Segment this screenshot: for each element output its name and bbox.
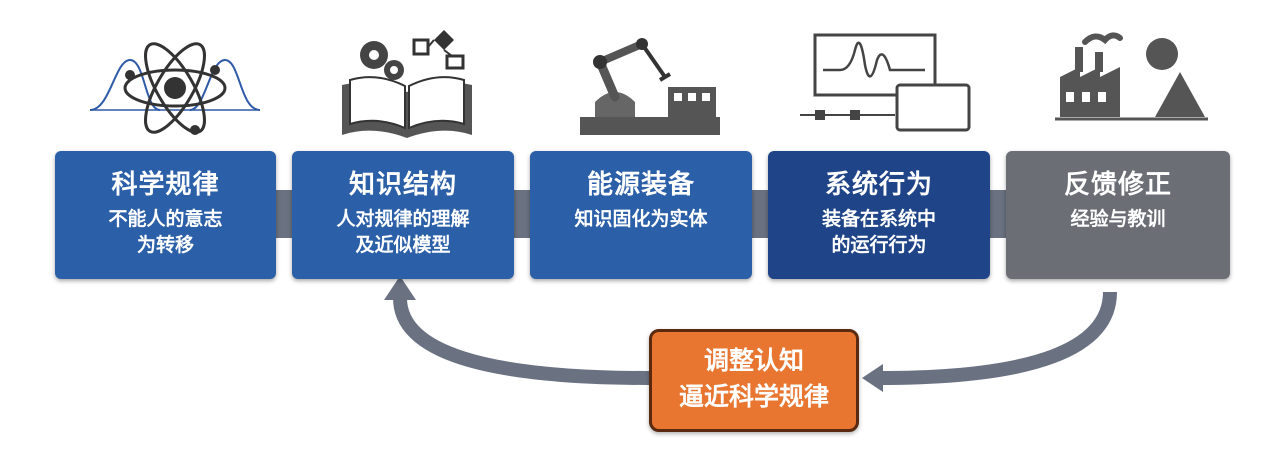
book-gears-icon: [342, 30, 472, 138]
feedback-arrow-right: [879, 291, 1117, 385]
step-title: 反馈修正: [1063, 170, 1172, 200]
step-desc: 经验与教训: [1070, 208, 1166, 230]
step-system-behavior: 系统行为 装备在系统中 的运行行为: [768, 151, 990, 279]
feedback-arrowhead-right: [862, 364, 883, 392]
step-knowledge-structure: 知识结构 人对规律的理解 及近似模型: [292, 151, 514, 279]
adjust-cognition-label: 调整认知 逼近科学规律: [678, 346, 829, 411]
step-title: 能源装备: [586, 170, 695, 200]
atom-icon: [89, 42, 261, 135]
monitor-signal-icon: [800, 33, 971, 132]
step-energy-equipment: 能源装备 知识固化为实体: [530, 151, 752, 279]
factory-shapes-icon: [1055, 32, 1208, 121]
step-title: 知识结构: [348, 170, 457, 200]
adjust-cognition-box: 调整认知 逼近科学规律: [649, 329, 859, 432]
step-desc: 知识固化为实体: [574, 208, 708, 230]
step-title: 系统行为: [824, 170, 933, 200]
step-desc: 人对规律的理解 及近似模型: [336, 208, 470, 256]
step-science-laws: 科学规律 不能人的意志 为转移: [55, 151, 276, 279]
feedback-arrow-left: [393, 297, 650, 385]
step-feedback-correction: 反馈修正 经验与教训: [1006, 151, 1230, 279]
step-desc: 不能人的意志 为转移: [108, 208, 223, 256]
step-desc: 装备在系统中 的运行行为: [821, 208, 936, 256]
robot-arm-factory-icon: [580, 38, 720, 135]
feedback-arrowhead-left: [384, 276, 416, 300]
step-title: 科学规律: [111, 170, 220, 200]
